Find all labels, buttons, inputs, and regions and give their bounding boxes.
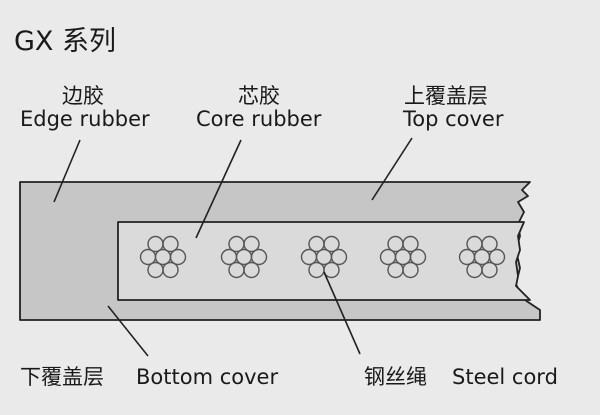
cord-strand	[162, 235, 179, 253]
leader-bottom-cover	[107, 305, 149, 357]
leader-top-cover	[371, 137, 413, 201]
cord-strand	[409, 248, 427, 266]
leader-steel-cord	[323, 271, 361, 355]
cord-strand	[387, 261, 404, 279]
label-core-rubber-en: Core rubber	[196, 107, 322, 131]
cord-strand	[458, 248, 476, 266]
label-top-cover-en: Top cover	[403, 107, 504, 131]
steel-cord-bundle	[458, 235, 506, 279]
steel-cord-bundle	[220, 235, 268, 279]
label-bottom-cover-zh: 下覆盖层	[20, 365, 104, 389]
cord-strand	[379, 248, 397, 266]
steel-cord-bundle	[139, 235, 187, 279]
cord-strand	[243, 235, 260, 253]
core-rubber-region	[117, 221, 531, 301]
cord-strand	[402, 235, 419, 253]
steel-cord-bundle	[379, 235, 427, 279]
cord-strand	[481, 235, 498, 253]
label-core-rubber-zh: 芯胶	[238, 84, 280, 108]
cord-strand	[300, 248, 318, 266]
label-edge-rubber-zh: 边胶	[62, 84, 104, 108]
diagram-title: GX 系列	[14, 26, 117, 57]
label-edge-rubber-en: Edge rubber	[20, 107, 150, 131]
cord-strand	[466, 261, 483, 279]
leader-core-rubber	[195, 139, 242, 239]
label-bottom-cover-en: Bottom cover	[136, 365, 279, 389]
cord-strand	[330, 248, 348, 266]
cord-strand	[220, 248, 238, 266]
label-steel-cord-en: Steel cord	[452, 365, 558, 389]
cord-strand	[323, 235, 340, 253]
cord-strand	[147, 261, 164, 279]
label-steel-cord-zh: 钢丝绳	[364, 365, 427, 389]
steel-cord-bundle	[300, 235, 348, 279]
cord-strand	[228, 261, 245, 279]
cord-strand	[139, 248, 157, 266]
cord-strand	[308, 261, 325, 279]
label-top-cover-zh: 上覆盖层	[404, 84, 488, 108]
cord-strand	[250, 248, 268, 266]
cord-strand	[488, 248, 506, 266]
leader-edge-rubber	[53, 139, 81, 203]
cord-strand	[169, 248, 187, 266]
